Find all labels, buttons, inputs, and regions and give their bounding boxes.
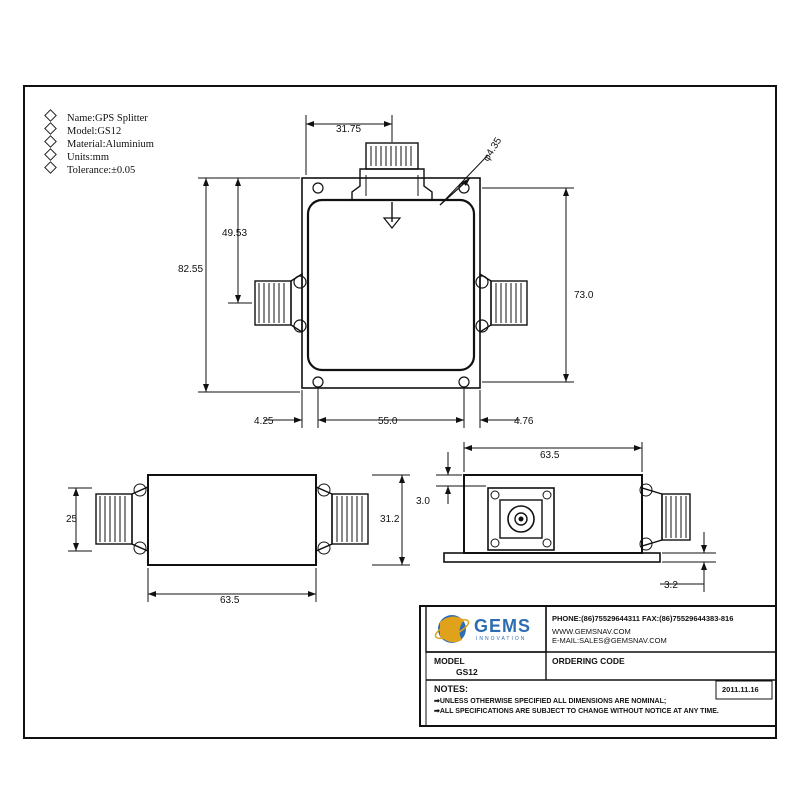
dim-left-offset: 4.25	[254, 416, 274, 427]
title-block	[419, 605, 777, 727]
side-arrowheads	[445, 445, 707, 570]
diamond-bullet-icon	[44, 109, 57, 122]
top-view	[198, 115, 574, 428]
dim-side-length: 63.5	[540, 450, 560, 461]
notes-label: NOTES:	[434, 684, 469, 694]
front-arrowheads	[73, 475, 405, 597]
mount-hole-tl	[312, 182, 324, 194]
front-view	[68, 474, 410, 602]
dim-base-thickness: 3.2	[664, 580, 678, 591]
mount-hole-bl	[312, 376, 324, 388]
spec-item: Material:Aluminium	[44, 135, 154, 151]
dim-flange-height: 3.0	[416, 496, 430, 507]
side-view	[436, 442, 716, 592]
diamond-bullet-icon	[44, 148, 57, 161]
note-2: ➡ALL SPECIFICATIONS ARE SUBJECT TO CHANG…	[434, 708, 719, 715]
dim-right-offset: 4.76	[514, 416, 534, 427]
spec-item: Name:GPS Splitter	[44, 109, 154, 125]
signal-arrow-icon	[382, 217, 402, 229]
note-1: ➡UNLESS OTHERWISE SPECIFIED ALL DIMENSIO…	[434, 698, 667, 705]
dim-front-left: 25	[66, 514, 78, 525]
diamond-bullet-icon	[44, 135, 57, 148]
dim-body-height: 73.0	[574, 290, 594, 301]
side-base-plate	[443, 552, 661, 563]
diamond-bullet-icon	[44, 122, 57, 135]
spec-item: Tolerance:±0.05	[44, 161, 154, 177]
dim-overall-height: 82.55	[178, 264, 203, 275]
model-value: GS12	[456, 667, 478, 677]
logo-subtext: INNOVATION	[476, 636, 527, 642]
spec-list: Name:GPS Splitter Model:GS12 Material:Al…	[44, 109, 154, 177]
spec-item: Model:GS12	[44, 122, 154, 138]
dim-top-conn: 31.75	[336, 124, 361, 135]
dim-hole-spacing: 55.0	[378, 416, 398, 427]
contact-phone: PHONE:(86)75529644311 FAX:(86)7552964438…	[552, 614, 734, 623]
spec-item: Units:mm	[44, 148, 154, 164]
input-connector-hex	[351, 168, 433, 201]
dim-height-to-port: 49.53	[222, 228, 247, 239]
diamond-bullet-icon	[44, 161, 57, 174]
contact-email: E-MAIL:SALES@GEMSNAV.COM	[552, 636, 667, 645]
contact-web: WWW.GEMSNAV.COM	[552, 627, 631, 636]
model-label: MODEL	[434, 656, 465, 666]
drawing-border	[23, 85, 777, 739]
n-connector-flange	[487, 487, 555, 551]
dim-hole-dia: φ4.35	[481, 135, 504, 163]
drawing-date: 2011.11.16	[722, 685, 759, 694]
dim-front-right: 31.2	[380, 514, 400, 525]
dimension-arrowheads	[203, 121, 569, 423]
dim-front-length: 63.5	[220, 595, 240, 606]
ordering-code-label: ORDERING CODE	[552, 656, 625, 666]
mount-hole-br	[458, 376, 470, 388]
logo-text: GEMS	[474, 616, 532, 636]
